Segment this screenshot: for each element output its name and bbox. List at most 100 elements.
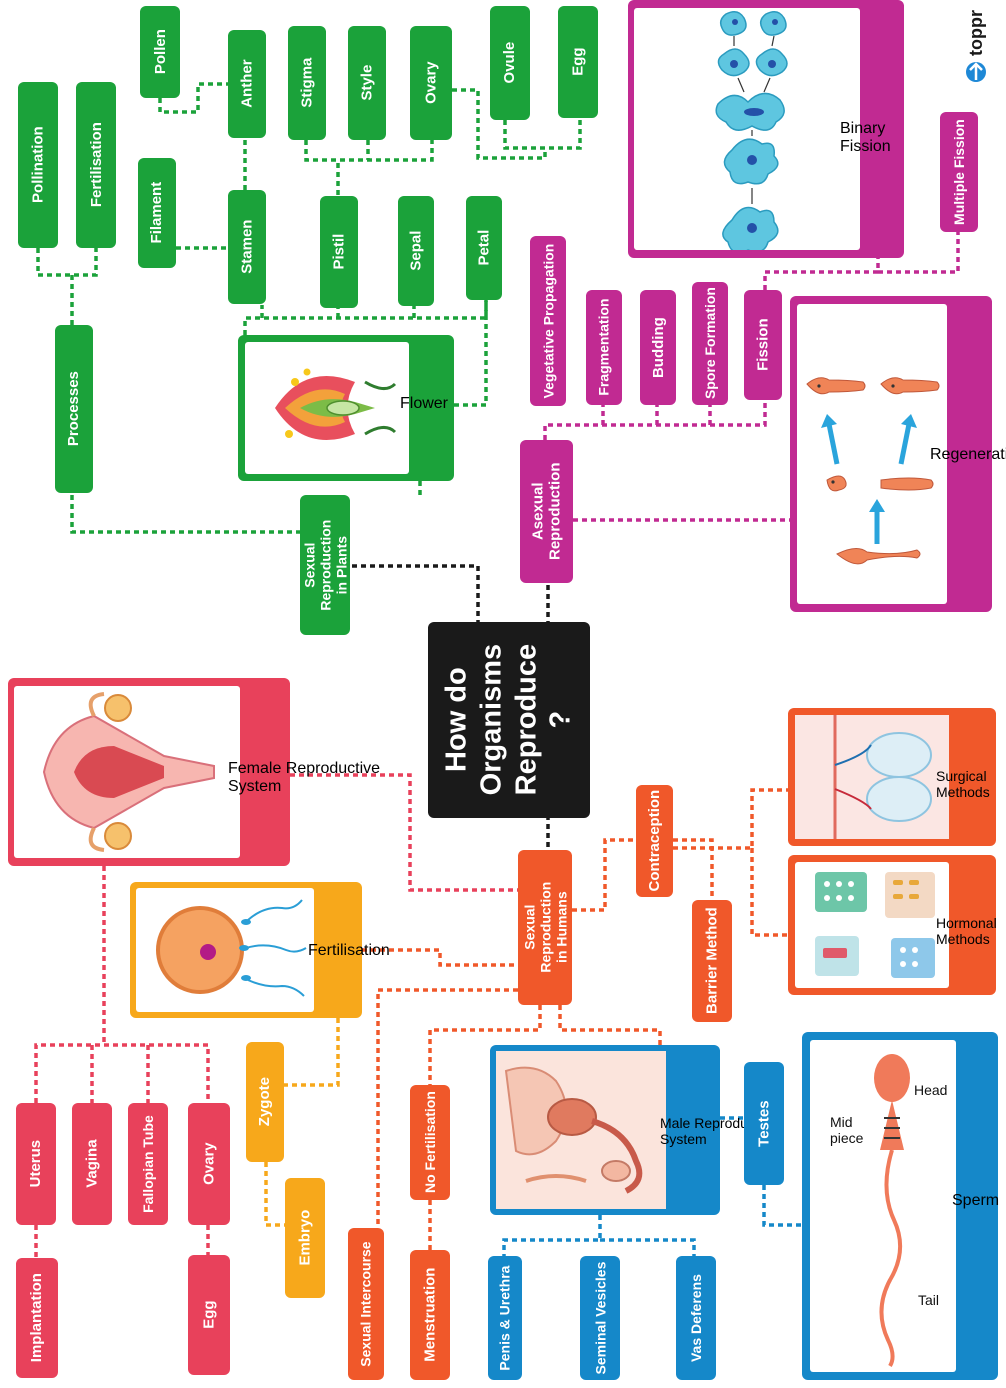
node-label: Barrier Method xyxy=(703,907,721,1015)
node-label: Style xyxy=(358,65,376,101)
male-system-illustration-area xyxy=(496,1051,666,1209)
surgical-label: Surgical Methods xyxy=(936,768,990,800)
node-label: Multiple Fission xyxy=(950,119,967,225)
node-no-fertilisation: No Fertilisation xyxy=(410,1085,450,1200)
node-multiple-fission: Multiple Fission xyxy=(940,112,978,232)
node-label: Sexual Reproduction in Humans xyxy=(520,882,570,973)
node-label: Ovary xyxy=(422,61,440,105)
central-question-label: How do Organisms Reproduce ? xyxy=(440,644,577,796)
central-question: How do Organisms Reproduce ? xyxy=(428,622,590,818)
node-label: Embryo xyxy=(296,1210,314,1266)
node-label: Egg xyxy=(569,47,587,77)
node-fallopian-tube: Fallopian Tube xyxy=(128,1103,168,1225)
node-label: Seminal Vesicles xyxy=(591,1261,608,1375)
node-anther: Anther xyxy=(228,30,266,138)
node-ovule: Ovule xyxy=(490,6,530,120)
planaria-illustration xyxy=(806,377,940,565)
hormonal-label: Hormonal Methods xyxy=(936,915,997,947)
node-label: Asexual Reproduction xyxy=(529,462,564,561)
node-label: Testes xyxy=(755,1100,773,1147)
node-pollen: Pollen xyxy=(140,6,180,98)
node-label: Anther xyxy=(238,59,256,109)
node-sexual-intercourse: Sexual Intercourse xyxy=(348,1228,384,1380)
node-filament: Filament xyxy=(138,158,176,268)
node-fission: Fission xyxy=(744,290,782,400)
node-label: No Fertilisation xyxy=(421,1091,438,1194)
node-contraception: Contraception xyxy=(636,785,673,897)
node-fragmentation: Fragmentation xyxy=(586,290,622,405)
surgical-illustration-area xyxy=(795,715,949,839)
node-vegetative-propagation: Vegetative Propagation xyxy=(530,236,566,406)
node-menstruation: Menstruation xyxy=(410,1250,450,1380)
egg-sperm-illustration xyxy=(156,899,307,997)
node-sexual-reproduction-plants: Sexual Reproduction in Plants xyxy=(300,495,350,635)
fertilisation-illustration-area xyxy=(136,888,314,1012)
node-label: Sexual Reproduction in Plants xyxy=(300,519,350,611)
hormonal-illustration-area xyxy=(795,862,949,988)
regeneration-label: Regeneration xyxy=(930,446,1006,463)
node-label: Ovary xyxy=(200,1142,218,1186)
sperm-tail-label: Tail xyxy=(918,1292,940,1308)
node-label: Vegetative Propagation xyxy=(539,243,556,399)
node-label: Fertilisation xyxy=(87,122,105,208)
node-petal: Petal xyxy=(466,196,502,300)
node-binary-fission: Binary Fission xyxy=(628,0,904,258)
node-seminal-vesicles: Seminal Vesicles xyxy=(580,1256,620,1380)
node-label: Processes xyxy=(65,371,83,447)
node-label: Vas Deferens xyxy=(687,1274,704,1362)
node-label: Egg xyxy=(200,1300,218,1330)
binary-fission-label: Binary Fission xyxy=(840,120,891,155)
node-stigma: Stigma xyxy=(288,26,326,140)
node-label: Implantation xyxy=(28,1273,46,1363)
node-uterus: Uterus xyxy=(16,1103,56,1225)
node-label: Pistil xyxy=(330,234,348,270)
node-fertilisation-plant: Fertilisation xyxy=(76,82,116,248)
node-regeneration: Regeneration xyxy=(790,296,1006,612)
node-barrier-method: Barrier Method xyxy=(692,900,732,1022)
node-label: Stigma xyxy=(298,57,316,109)
sperm-label: Sperm xyxy=(952,1192,1000,1209)
fertilisation-label: Fertilisation xyxy=(308,942,390,959)
node-male-reproductive-system: Male Reproductive System xyxy=(490,1045,777,1215)
flower-illustration-area xyxy=(245,342,409,474)
node-label: Sepal xyxy=(407,230,425,272)
node-label: Fallopian Tube xyxy=(139,1115,156,1213)
male-anatomy-illustration xyxy=(496,1051,666,1209)
node-flower: Flower xyxy=(238,335,454,481)
node-label: Spore Formation xyxy=(701,287,718,400)
toppr-logo-mark: toppr xyxy=(966,10,986,82)
brand-name: toppr xyxy=(966,10,986,56)
node-egg-plant: Egg xyxy=(558,6,598,118)
node-asexual-reproduction: Asexual Reproduction xyxy=(520,440,573,583)
sperm-head-label: Head xyxy=(914,1082,948,1098)
node-vagina: Vagina xyxy=(72,1103,112,1225)
node-pollination: Pollination xyxy=(18,82,58,248)
uterus-illustration xyxy=(42,692,215,852)
male-system-label: Male Reproductive System xyxy=(660,1115,777,1147)
female-system-illustration-area xyxy=(14,686,240,858)
node-ovary-plant: Ovary xyxy=(410,26,452,140)
sperm-mid-label: Mid piece xyxy=(830,1114,864,1146)
node-testes: Testes xyxy=(744,1062,784,1185)
node-label: Sexual Intercourse xyxy=(357,1241,374,1367)
node-fertilisation-human: Fertilisation xyxy=(130,882,390,1018)
node-surgical-methods: Surgical Methods xyxy=(788,708,996,846)
node-label: Fragmentation xyxy=(595,298,612,397)
node-ovary-human: Ovary xyxy=(188,1103,230,1225)
node-label: Penis & Urethra xyxy=(496,1265,513,1371)
node-sepal: Sepal xyxy=(398,196,434,306)
node-label: Uterus xyxy=(27,1140,45,1188)
node-embryo: Embryo xyxy=(285,1178,325,1298)
regeneration-illustration-area xyxy=(797,304,947,604)
node-penis-urethra: Penis & Urethra xyxy=(488,1256,522,1380)
surgical-illustration xyxy=(795,715,949,839)
node-label: Zygote xyxy=(256,1077,274,1127)
node-label: Budding xyxy=(649,317,667,378)
node-stamen: Stamen xyxy=(228,190,266,304)
node-label: Fission xyxy=(754,318,772,372)
flower-label: Flower xyxy=(400,395,449,412)
flower-illustration xyxy=(275,368,397,441)
node-processes: Processes xyxy=(55,325,93,493)
node-sperm: Head Mid piece Tail Sperm xyxy=(802,1032,1000,1380)
